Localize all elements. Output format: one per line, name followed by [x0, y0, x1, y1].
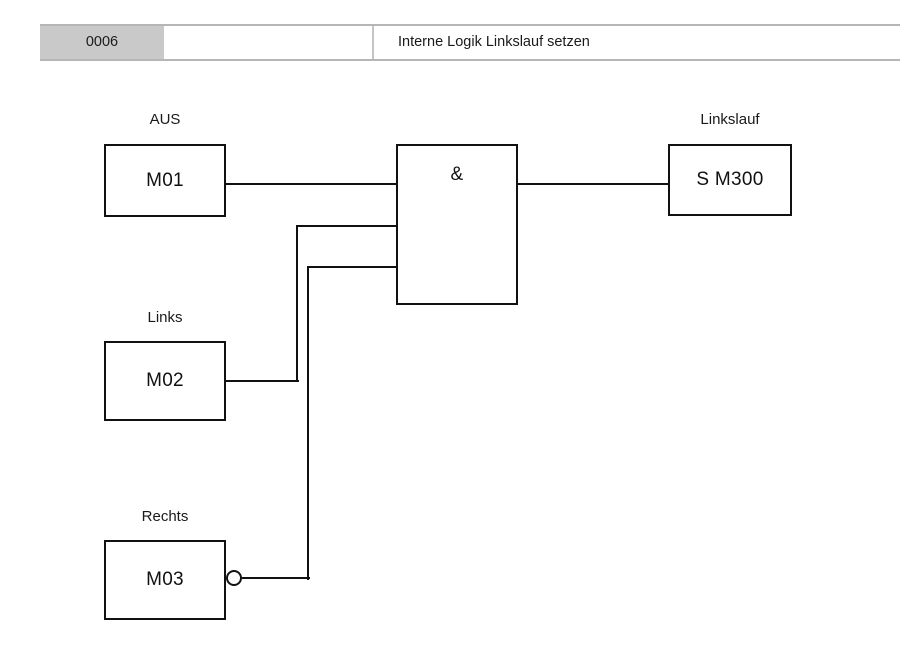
block-m01-label: M01 [146, 169, 184, 191]
header-title-cell: Interne Logik Linkslauf setzen [374, 26, 900, 59]
header-table-row: 0006 Interne Logik Linkslauf setzen [40, 24, 900, 61]
negation-circle-icon [226, 570, 242, 586]
block-s-m300-label: S M300 [696, 169, 764, 190]
block-and-gate[interactable]: & [396, 144, 518, 305]
header-blank-cell [164, 26, 374, 59]
block-m02-label: M02 [146, 370, 184, 391]
block-m01[interactable]: M01 [104, 144, 226, 217]
wire-m03-to-gate [307, 266, 396, 268]
and-gate-symbol: & [450, 164, 464, 185]
block-m02[interactable]: M02 [104, 341, 226, 421]
wire-m02-to-gate [296, 225, 396, 227]
wire-gate-to-output [518, 183, 668, 185]
wire-m02-segment-h [226, 380, 299, 382]
header-id-cell: 0006 [40, 26, 164, 59]
wire-m01-to-gate [226, 183, 396, 185]
label-linkslauf: Linkslauf [700, 111, 760, 128]
wire-m03-segment-v [307, 267, 309, 580]
wire-m02-segment-v [296, 226, 298, 382]
block-s-m300[interactable]: S M300 [668, 144, 792, 216]
block-m03[interactable]: M03 [104, 540, 226, 620]
block-m03-label: M03 [146, 569, 184, 590]
label-links: Links [147, 309, 183, 326]
label-aus: AUS [149, 111, 181, 128]
wire-m03-segment-h [242, 577, 310, 579]
label-rechts: Rechts [141, 508, 189, 525]
